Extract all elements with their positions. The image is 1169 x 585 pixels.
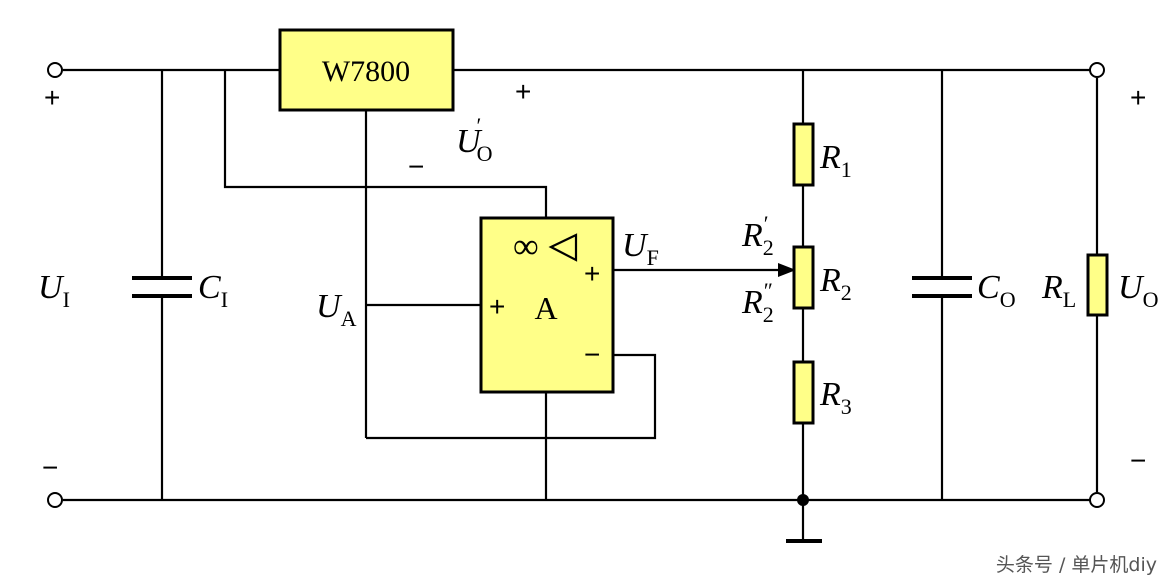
label-uo-prime: UO′ <box>456 113 492 166</box>
wires <box>63 68 1099 543</box>
regulator-label: W7800 <box>322 55 410 88</box>
capacitor-co <box>912 276 972 298</box>
opamp-block <box>479 216 615 394</box>
resistor-r2 <box>792 245 815 310</box>
input-terminal-bottom <box>47 492 63 508</box>
regulator-output-plus-sign: + <box>515 76 531 107</box>
ground-junction-dot <box>797 494 809 506</box>
wiper-arrow-head <box>778 263 796 277</box>
opamp-triangle-icon <box>548 233 578 262</box>
regulator-block <box>278 28 455 112</box>
label-r2-prime: R2′ <box>741 211 774 260</box>
label-ci: CI <box>198 269 228 312</box>
watermark-text: 头条号 / 单片机diy <box>996 554 1157 576</box>
opamp-supply-wire <box>223 70 548 218</box>
resistor-r3 <box>792 360 815 425</box>
output-minus-sign: − <box>1130 445 1146 476</box>
output-terminal-bottom <box>1089 492 1105 508</box>
input-terminal-top <box>47 62 63 78</box>
label-r1: R1 <box>819 139 852 182</box>
label-r2-double-prime: R2″ <box>741 278 774 327</box>
opamp-infinity-symbol: ∞ <box>513 226 539 266</box>
opamp-output-plus: + <box>584 258 600 289</box>
label-uo: UO <box>1118 269 1158 312</box>
opamp-inverting-minus: − <box>584 339 600 370</box>
label-ua: UA <box>316 288 357 331</box>
label-uf: UF <box>622 227 659 270</box>
label-rl: RL <box>1041 269 1076 312</box>
capacitor-ci <box>132 276 192 298</box>
resistor-r1 <box>792 122 815 187</box>
label-r2: R2 <box>819 262 852 305</box>
minus-feedback-wire <box>366 353 657 440</box>
label-co: CO <box>977 269 1016 312</box>
opamp-name: A <box>534 290 557 326</box>
label-r3: R3 <box>819 376 852 419</box>
label-ui: UI <box>38 269 70 312</box>
regulator-minus-sign: − <box>408 151 424 182</box>
input-plus-sign: + <box>44 82 60 113</box>
input-minus-sign: − <box>42 452 58 483</box>
output-terminal-top <box>1089 62 1105 78</box>
resistor-rl <box>1086 253 1109 317</box>
opamp-noninverting-plus: + <box>489 291 505 322</box>
output-plus-sign: + <box>1130 82 1146 113</box>
